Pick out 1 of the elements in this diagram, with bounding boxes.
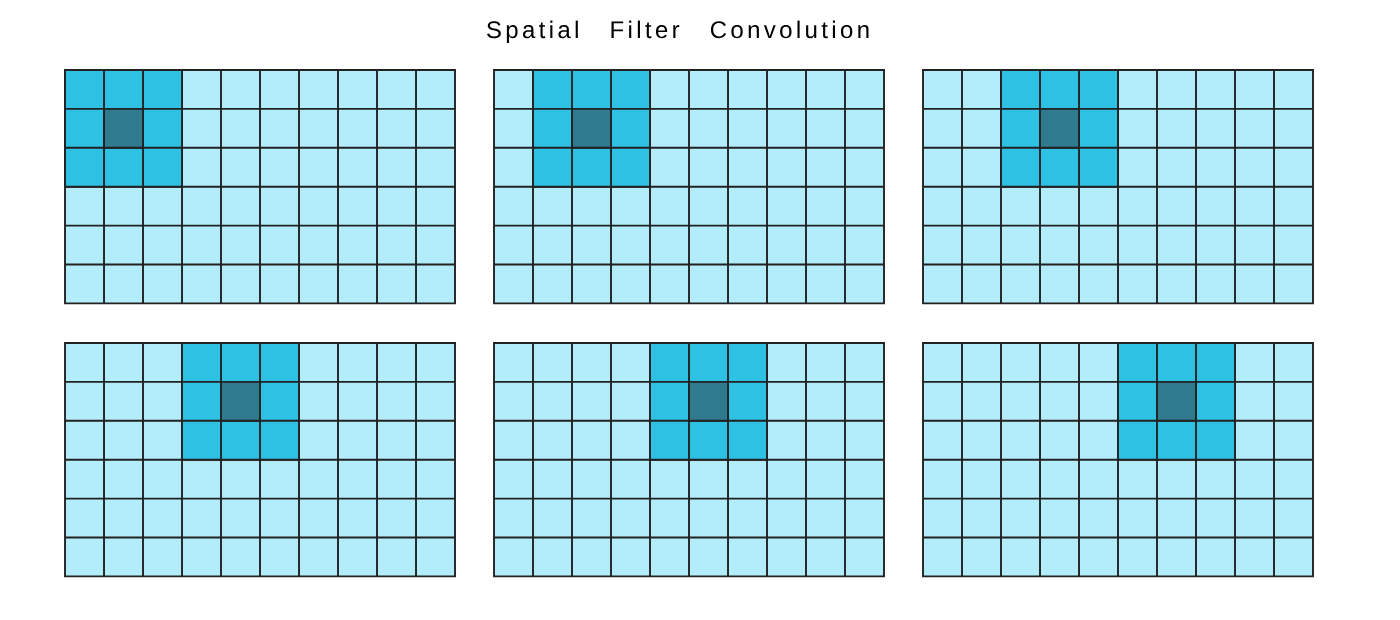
title: Spatial Filter Convolution [487,20,869,43]
